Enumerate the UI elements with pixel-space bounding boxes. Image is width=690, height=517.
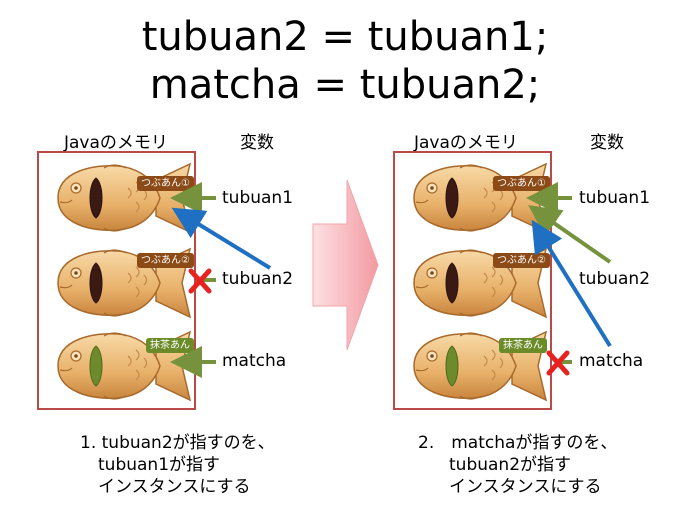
taiyaki-icon — [400, 243, 550, 323]
left-caption-1: 1. tubuan2が指すのを、 — [80, 433, 275, 453]
right-caption-2: tubuan2が指す — [449, 455, 572, 475]
right-memory-header: Javaのメモリ — [414, 133, 518, 153]
right-var-matcha: matcha — [579, 351, 644, 371]
left-tag-tubuan2: つぶあん② — [137, 253, 194, 268]
left-var-tubuan1: tubuan1 — [222, 188, 294, 208]
left-var-tubuan2: tubuan2 — [222, 269, 294, 289]
title-line-1: tubuan2 = tubuan1; — [141, 14, 549, 60]
left-tag-tubuan1: つぶあん① — [137, 176, 194, 191]
taiyaki-icon — [400, 326, 550, 406]
left-memory-header: Javaのメモリ — [64, 133, 168, 153]
taiyaki-icon — [44, 158, 194, 238]
taiyaki-icon — [44, 243, 194, 323]
right-caption-3: インスタンスにする — [449, 477, 602, 497]
left-var-matcha: matcha — [222, 351, 287, 371]
left-caption-3: インスタンスにする — [98, 477, 251, 497]
arrow-right-icon — [312, 179, 379, 351]
left-vars-header: 変数 — [240, 133, 274, 153]
right-tag-matcha: 抹茶あん — [499, 338, 547, 353]
taiyaki-icon — [44, 326, 194, 406]
right-var-tubuan1: tubuan1 — [579, 188, 651, 208]
taiyaki-icon — [400, 158, 550, 238]
right-tag-tubuan1: つぶあん① — [493, 176, 550, 191]
right-var-tubuan2: tubuan2 — [579, 269, 651, 289]
right-vars-header: 変数 — [590, 133, 624, 153]
left-tag-matcha: 抹茶あん — [146, 338, 194, 353]
right-tag-tubuan2: つぶあん② — [493, 253, 550, 268]
right-caption-1: 2. matchaが指すのを、 — [418, 433, 618, 453]
title-line-2: matcha = tubuan2; — [149, 62, 541, 108]
left-caption-2: tubuan1が指す — [98, 455, 221, 475]
